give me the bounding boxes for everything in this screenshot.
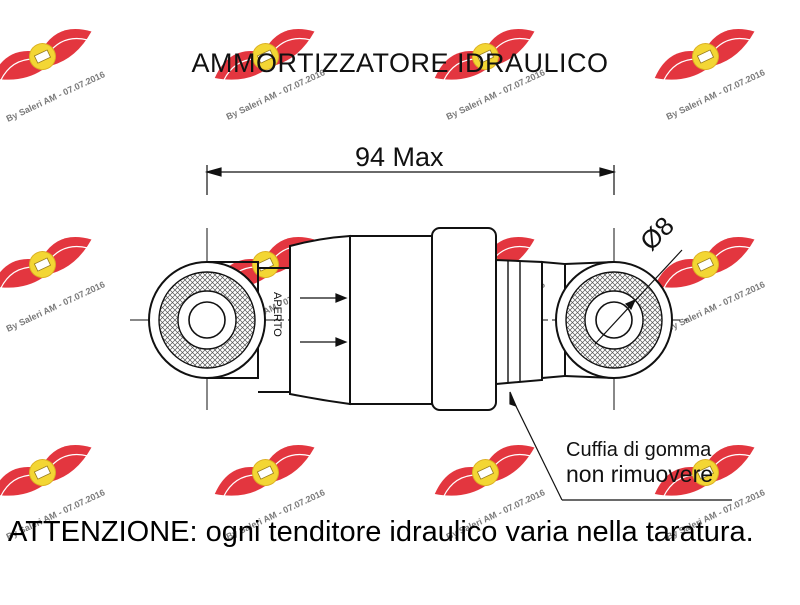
rubber-cover-note-line2: non rimuovere [566,461,714,487]
watermark-text: By Saleri AM - 07.07.2016 [665,279,767,334]
diameter-leader [594,249,683,345]
aperto-label: APERTO [271,292,283,337]
aperto-arrows [300,293,348,347]
watermark-text: By Saleri AM - 07.07.2016 [5,279,107,334]
extension-lines [206,228,615,410]
warning-text: ATTENZIONE: ogni tenditore idraulico var… [8,516,754,548]
damper-body [258,227,566,411]
length-dimension [204,165,617,195]
rubber-cover-leader [509,391,732,501]
right-eye [555,261,673,379]
left-eye [148,261,266,379]
length-dimension-label: 94 Max [355,142,444,172]
drawing-title: AMMORTIZZATORE IDRAULICO [191,48,609,78]
rubber-cover-note-line1: Cuffia di gomma [566,439,712,461]
